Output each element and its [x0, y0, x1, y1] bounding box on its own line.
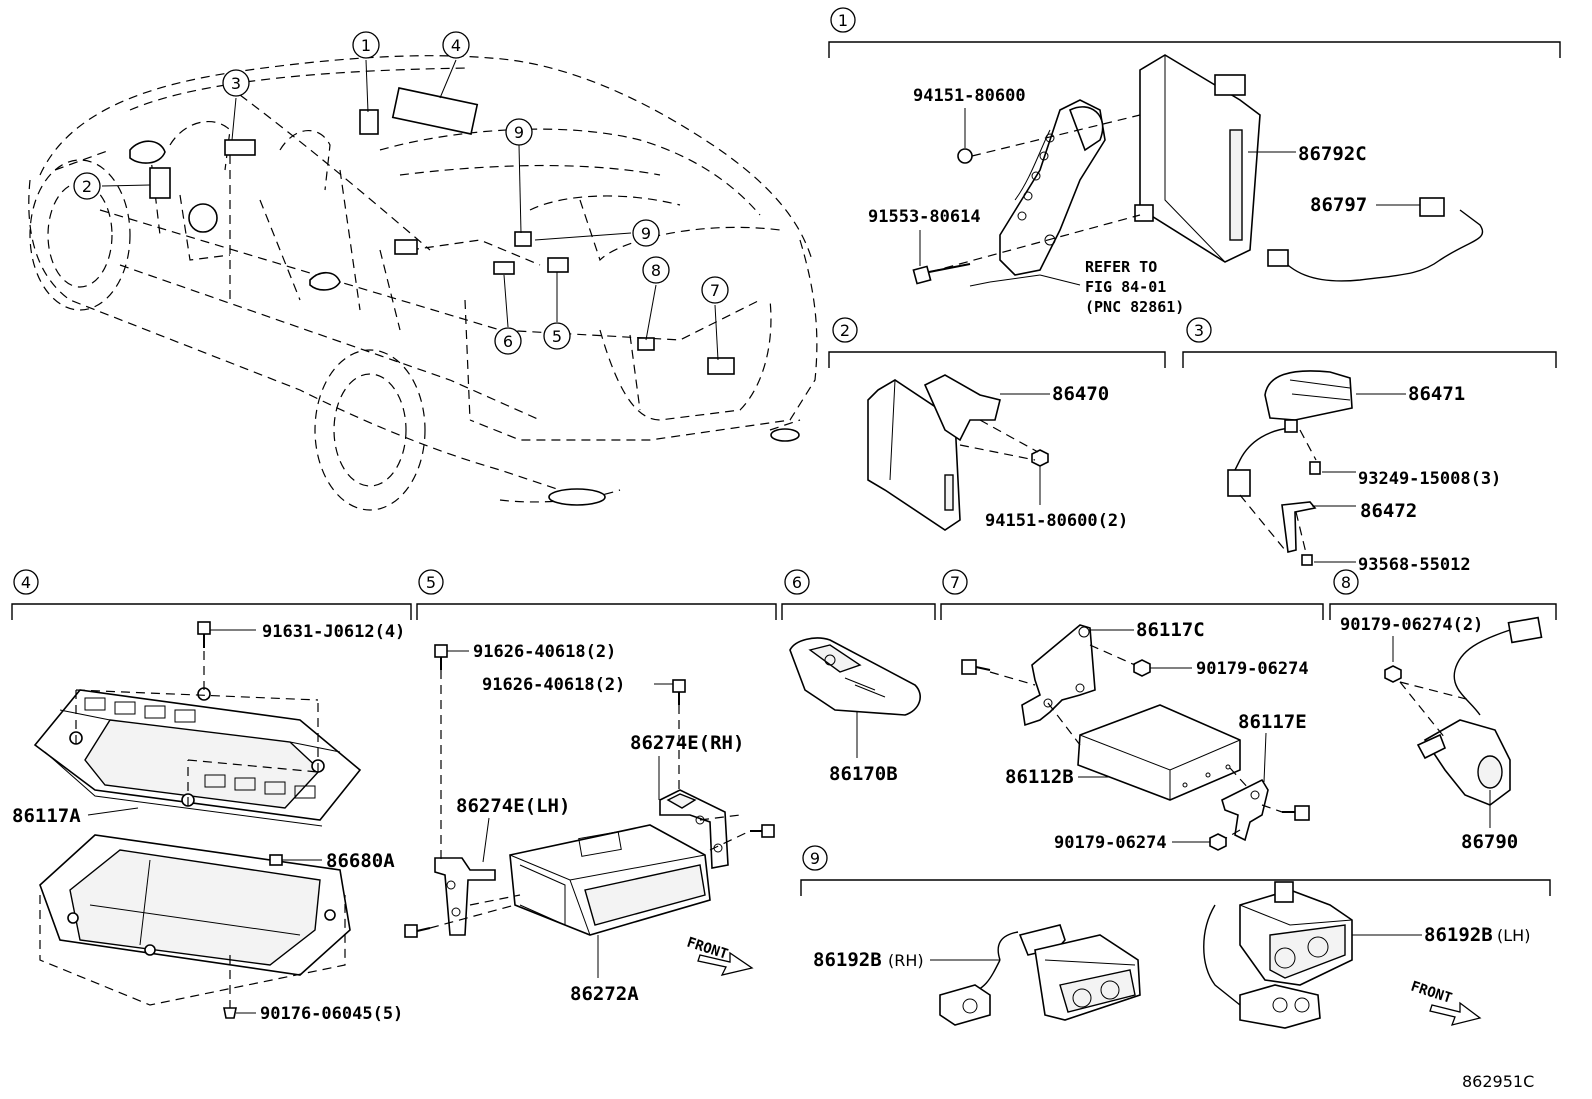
label-86472: 86472: [1360, 500, 1417, 522]
label-86797: 86797: [1310, 194, 1367, 216]
label-93249-15008: 93249-15008(3): [1358, 469, 1501, 489]
label-86272A: 86272A: [570, 983, 639, 1005]
label-86470: 86470: [1052, 383, 1109, 405]
front-arrow-9: [1429, 1001, 1482, 1026]
svg-text:9: 9: [641, 224, 651, 243]
label-86792C: 86792C: [1298, 143, 1367, 165]
svg-text:3: 3: [1194, 321, 1204, 340]
part-labels: 94151-80600 91553-80614 86792C 86797 REF…: [12, 86, 1534, 1091]
section-9: [930, 881, 1482, 1029]
section-7: [961, 624, 1310, 851]
vehicle-callout-2: 2: [73, 172, 101, 200]
section-brackets: [11, 41, 1561, 896]
vehicle-callout-6: 6: [494, 327, 522, 355]
svg-text:3: 3: [231, 74, 241, 93]
label-94151-80600-2: 94151-80600(2): [985, 511, 1128, 531]
section-1: [912, 54, 1484, 287]
vehicle-callout-8: 8: [642, 256, 670, 284]
label-86117A: 86117A: [12, 805, 81, 827]
label-90179-06274-b: 90179-06274: [1054, 833, 1167, 853]
section-label-5: 5: [418, 569, 444, 595]
label-91626-40618-a: 91626-40618(2): [473, 642, 616, 662]
section-label-4: 4: [13, 569, 39, 595]
label-90179-06274-a: 90179-06274: [1196, 659, 1309, 679]
label-86790: 86790: [1461, 831, 1518, 853]
label-rh: (RH): [888, 951, 924, 970]
label-86192B-RH: 86192B: [813, 949, 882, 971]
vehicle-callout-7: 7: [701, 276, 729, 304]
section-label-6: 6: [784, 569, 810, 595]
label-90179-06274-2: 90179-06274(2): [1340, 615, 1483, 635]
section-label-8: 8: [1333, 569, 1359, 595]
section-3: [1227, 370, 1406, 566]
label-86274E-RH: 86274E(RH): [630, 732, 744, 754]
vehicle-callouts: 1 4 3 2 9 9 6 5 8 7: [73, 31, 729, 355]
label-94151-80600: 94151-80600: [913, 86, 1026, 106]
label-86170B: 86170B: [829, 763, 898, 785]
vehicle-callout-9a: 9: [505, 118, 533, 146]
section-8: [1384, 616, 1543, 828]
svg-text:8: 8: [1341, 573, 1351, 592]
vehicle-callout-1: 1: [352, 31, 380, 59]
label-86192B-LH: 86192B: [1424, 924, 1493, 946]
svg-text:1: 1: [838, 11, 848, 30]
vehicle-callout-4: 4: [442, 31, 470, 59]
svg-text:9: 9: [514, 123, 524, 142]
section-labels: 1 2 3 4 5 6 7 8 9: [13, 7, 1359, 871]
label-86471: 86471: [1408, 383, 1465, 405]
label-91626-40618-b: 91626-40618(2): [482, 675, 625, 695]
svg-text:6: 6: [503, 332, 513, 351]
label-93568-55012: 93568-55012: [1358, 555, 1471, 575]
svg-text:7: 7: [710, 281, 720, 300]
diagram-id: 862951C: [1462, 1072, 1534, 1091]
label-90176-06045: 90176-06045(5): [260, 1004, 403, 1024]
svg-text:5: 5: [426, 573, 436, 592]
section-label-2: 2: [832, 317, 858, 343]
label-86117E: 86117E: [1238, 711, 1307, 733]
vehicle-callout-3: 3: [222, 69, 250, 97]
vehicle-overview: [28, 55, 818, 511]
svg-text:2: 2: [82, 177, 92, 196]
vehicle-callout-leaders: [101, 59, 719, 361]
section-2: [867, 374, 1050, 531]
label-fig: FIG 84-01: [1085, 278, 1166, 296]
label-86117C: 86117C: [1136, 619, 1205, 641]
section-label-3: 3: [1186, 317, 1212, 343]
front-arrow-5: [697, 951, 754, 976]
svg-text:4: 4: [451, 36, 461, 55]
vehicle-callout-5: 5: [543, 322, 571, 350]
svg-text:8: 8: [651, 261, 661, 280]
svg-text:2: 2: [840, 321, 850, 340]
label-86680A: 86680A: [326, 850, 395, 872]
svg-text:4: 4: [21, 573, 31, 592]
svg-text:7: 7: [950, 573, 960, 592]
section-label-9: 9: [802, 845, 828, 871]
label-91631-J0612: 91631-J0612(4): [262, 622, 405, 642]
label-pnc: (PNC 82861): [1085, 298, 1184, 316]
section-6: [789, 637, 921, 758]
section-5: [404, 644, 775, 978]
label-86112B: 86112B: [1005, 766, 1074, 788]
section-label-1: 1: [830, 7, 856, 33]
svg-text:6: 6: [792, 573, 802, 592]
svg-text:9: 9: [810, 849, 820, 868]
section-4: [33, 621, 362, 1019]
label-91553-80614: 91553-80614: [868, 207, 981, 227]
vehicle-callout-9b: 9: [632, 219, 660, 247]
svg-text:5: 5: [552, 327, 562, 346]
label-lh: (LH): [1497, 926, 1530, 945]
svg-text:1: 1: [361, 36, 371, 55]
label-86274E-LH: 86274E(LH): [456, 795, 570, 817]
section-label-7: 7: [942, 569, 968, 595]
label-refer-to: REFER TO: [1085, 258, 1157, 276]
label-front-9: FRONT: [1409, 979, 1454, 1007]
